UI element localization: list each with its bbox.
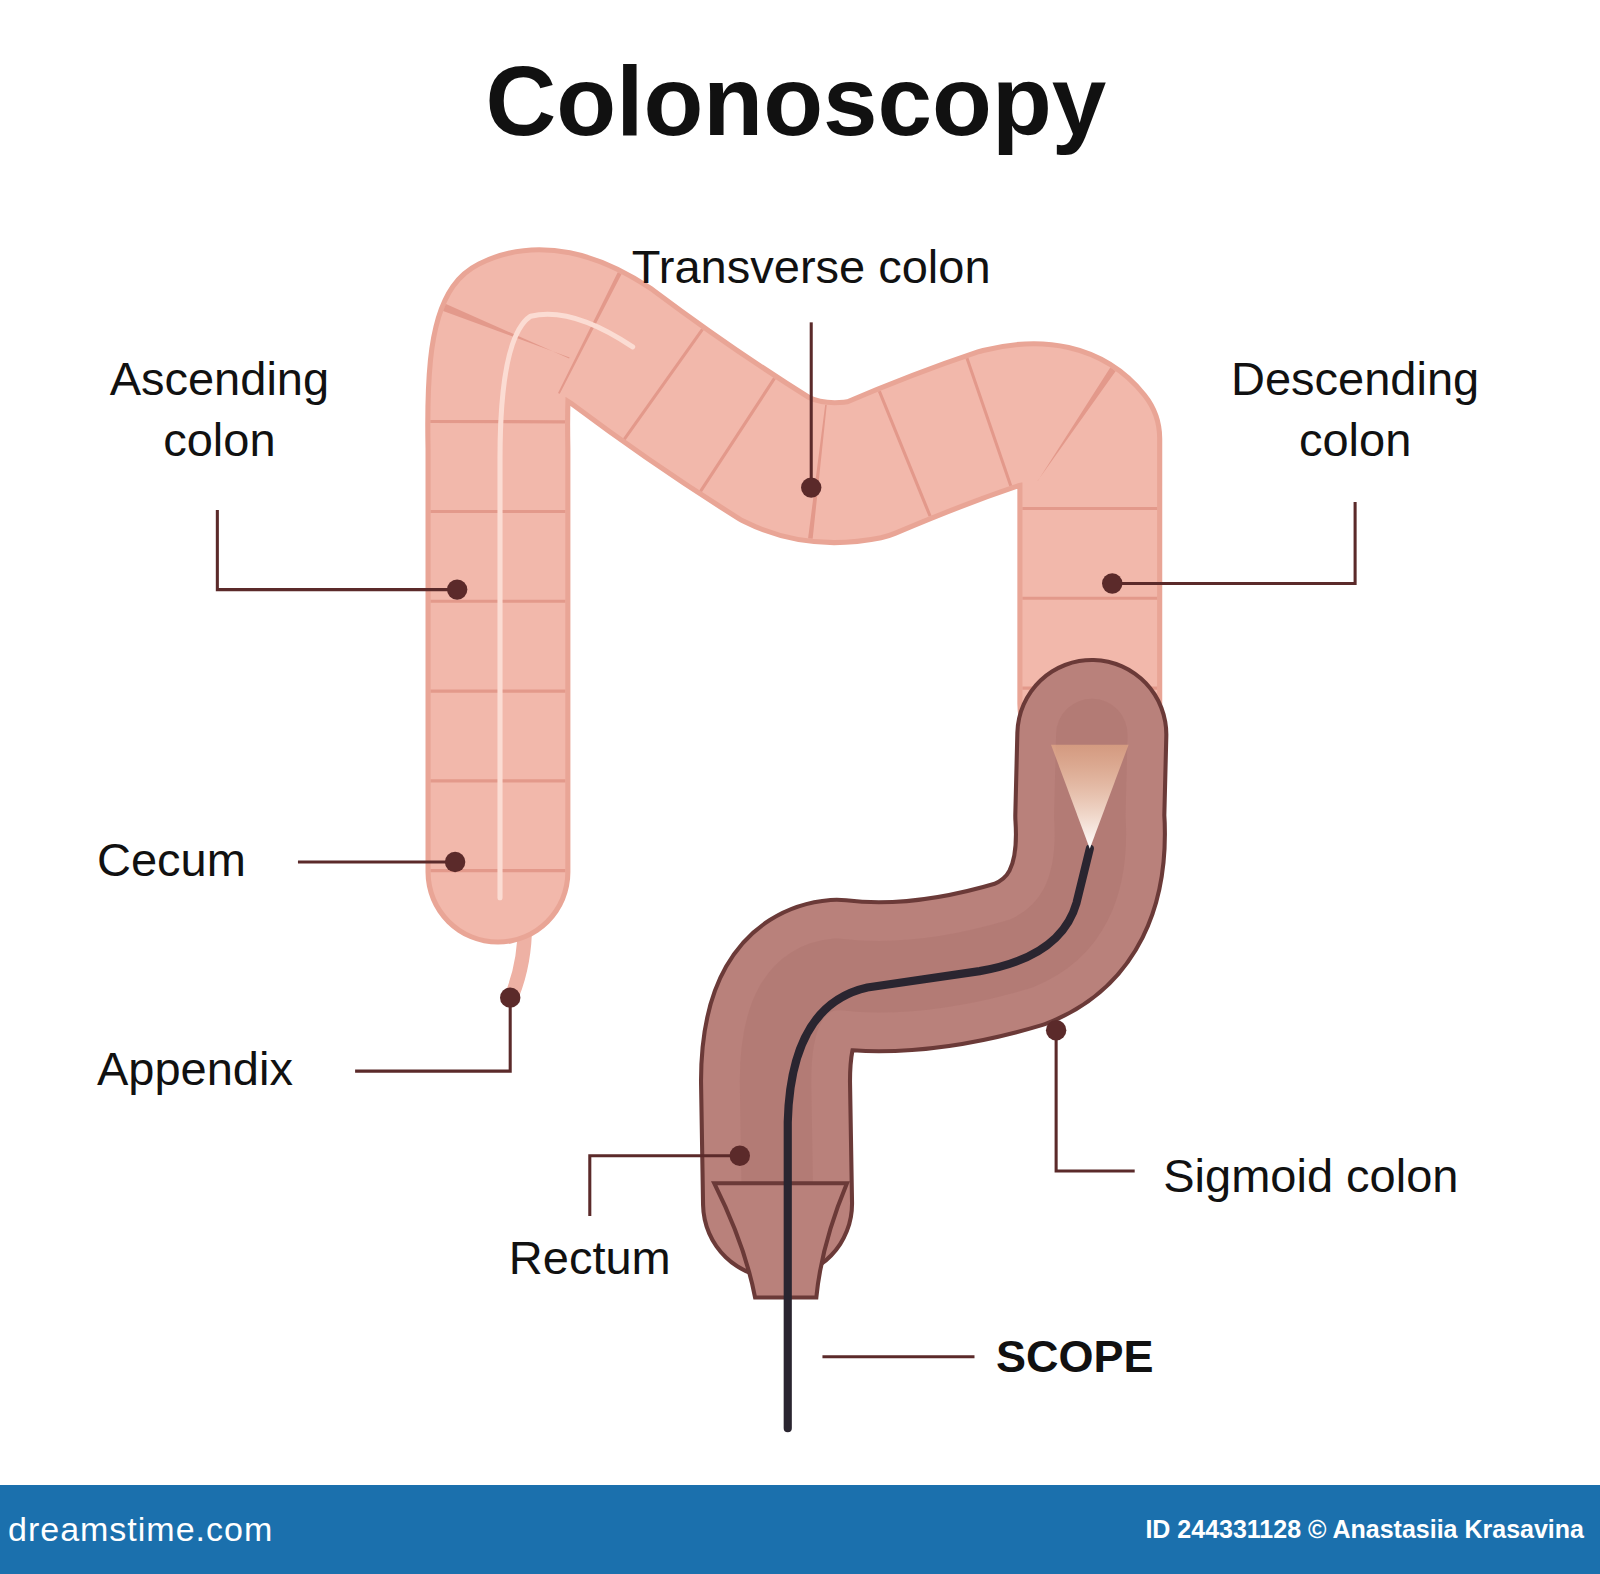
part-label: Appendix bbox=[97, 1039, 293, 1100]
scope-light bbox=[1051, 745, 1129, 849]
sigmoid-rectum bbox=[776, 734, 1092, 1203]
watermark-site: dreamstime.com bbox=[8, 1510, 273, 1549]
anal-canal bbox=[714, 1183, 847, 1297]
leader-dots bbox=[445, 477, 1123, 1166]
part-label: Transverse colon bbox=[571, 237, 1051, 298]
instrument-label: SCOPE bbox=[996, 1328, 1154, 1387]
part-label: Sigmoid colon bbox=[1163, 1145, 1458, 1206]
part-label: Ascending colon bbox=[84, 348, 354, 470]
part-label: Rectum bbox=[470, 1228, 710, 1289]
colon bbox=[498, 314, 1090, 897]
title: Colonoscopy bbox=[486, 38, 1107, 165]
footer-band: dreamstime.com ID 244331128 © Anastasiia … bbox=[0, 1485, 1600, 1574]
part-label: Descending colon bbox=[1205, 348, 1505, 470]
part-label: Cecum bbox=[97, 830, 246, 891]
image-credit: ID 244331128 © Anastasiia Krasavina bbox=[1145, 1515, 1584, 1544]
